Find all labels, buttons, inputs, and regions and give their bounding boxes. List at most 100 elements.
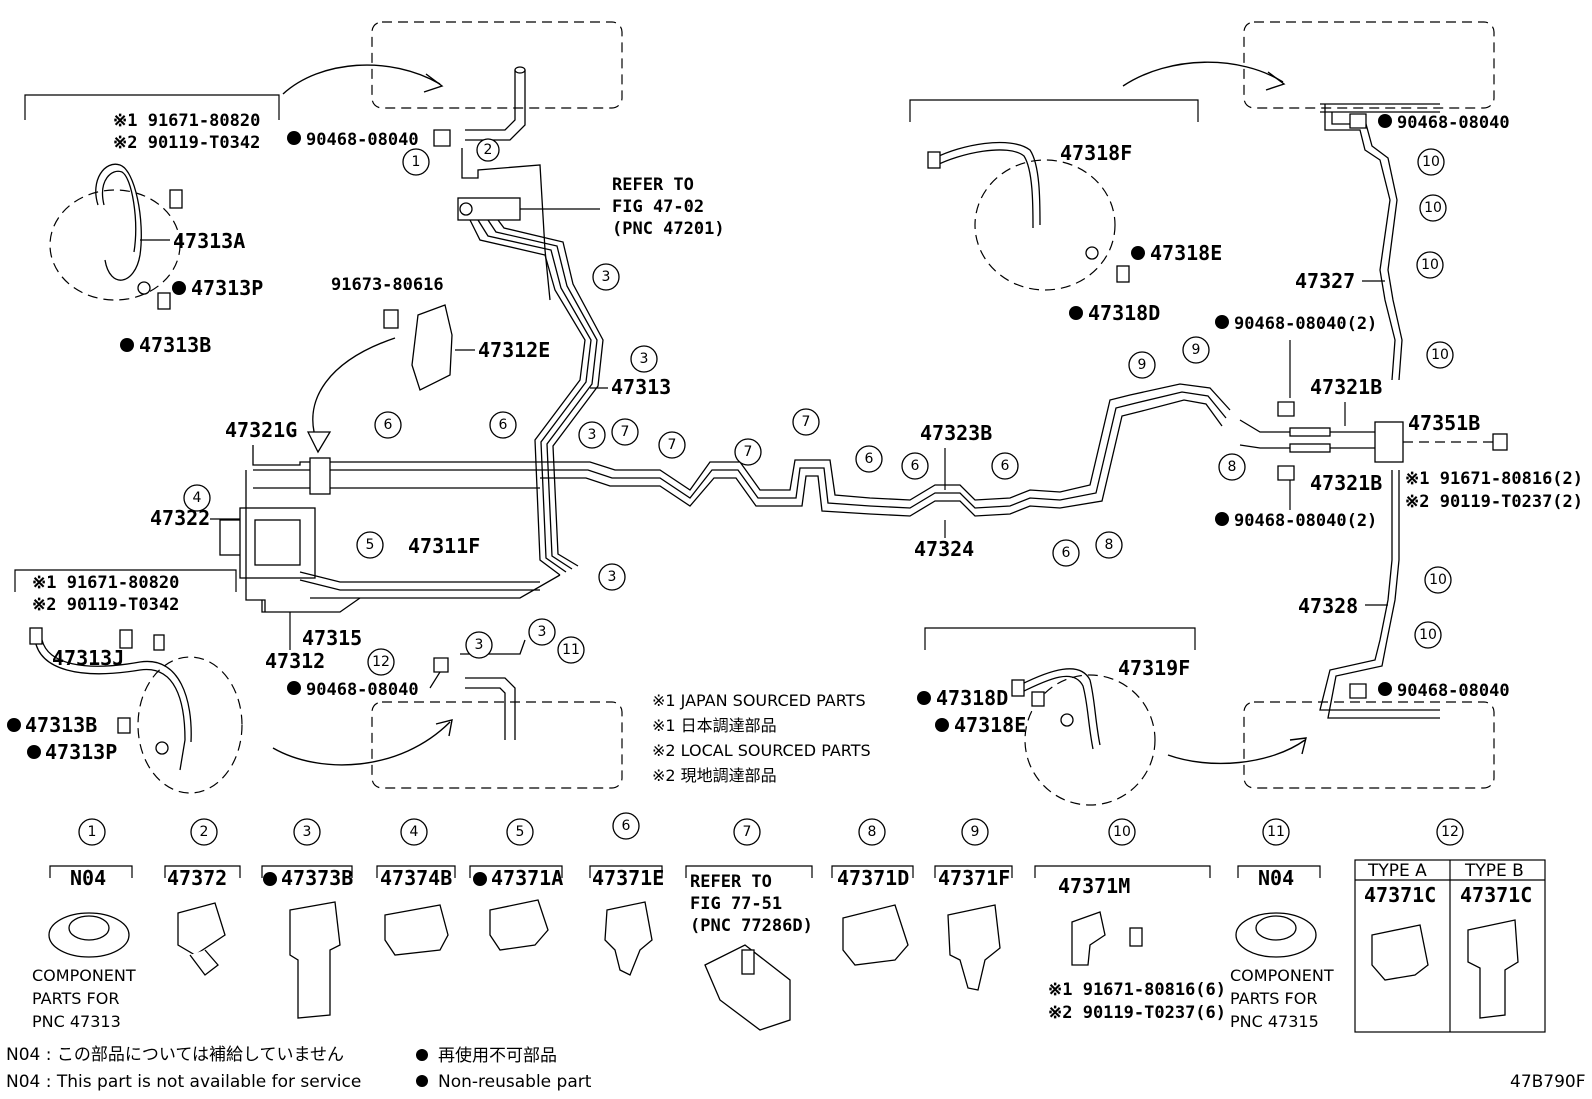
figure-code: 47B790F [1510,1072,1586,1092]
component-refer: (PNC 77286D) [690,916,813,936]
label-47313A: 47313A [173,229,245,253]
type-a-label: TYPE A [1367,861,1427,881]
component-pn: 47374B [380,866,452,890]
component-bracket [376,865,456,878]
component-bracket [49,865,133,878]
component-bracket [831,865,914,878]
component-caption: PNC 47313 [32,1012,121,1031]
component-bracket [1237,865,1321,878]
pipe-end-bottom-2 [465,687,506,740]
legend-nonreuse-jp: 再使用不可部品 [438,1045,557,1066]
label-47313: 47313 [611,375,671,399]
bolt-47318D [1116,265,1130,283]
svg-text:10: 10 [1424,200,1442,216]
clip-bubble: 11 [557,636,585,664]
component-number: 1 [88,824,97,840]
svg-text:3: 3 [608,569,617,585]
label-47318E-top: 47318E [1150,241,1222,265]
flex-hose-47313J [34,639,186,771]
callout-star2-right: ※2 90119-T0237(2) [1405,492,1583,512]
component-caption: PARTS FOR [32,989,119,1008]
svg-text:6: 6 [499,417,508,433]
legend-n04-en: N04 : This part is not available for ser… [6,1072,361,1092]
svg-text:7: 7 [668,437,677,453]
pipe-47323B [540,383,1231,501]
svg-text:3: 3 [475,637,484,653]
flex-hose-47313A-inner [101,170,137,253]
nonreusable-dot [287,681,301,695]
label-47351B: 47351B [1408,411,1480,435]
component-callout: ※2 90119-T0237(6) [1048,1003,1226,1023]
hose-fitting-47313J-end [153,634,165,651]
callout-star2-bottom-left: ※2 90119-T0342 [32,595,179,615]
svg-text:2: 2 [484,142,493,158]
component-bubble [293,818,321,846]
svg-text:3: 3 [588,427,597,443]
svg-text:10: 10 [1422,154,1440,170]
component-bracket [934,865,1013,878]
pipe-bundle-4 [497,219,604,567]
pipe-bundle-3 [487,219,598,570]
nonreusable-dot [1131,246,1145,260]
label-47318F: 47318F [1060,141,1132,165]
bracket-bottom-left [14,569,237,592]
nonreusable-dot [1069,306,1083,320]
component-bracket [589,865,663,878]
nonreusable-dot [1215,512,1229,526]
component-number: 9 [971,824,980,840]
flex-hose-47313J-inner [41,639,192,743]
svg-text:3: 3 [640,351,649,367]
flex-hose-47313A [95,163,142,281]
pipe-end-cap [514,66,526,74]
nonreusable-dot [1215,315,1229,329]
component-number: 3 [303,824,312,840]
arrowhead [423,73,444,93]
refer-block-port [459,202,473,216]
label-47328: 47328 [1298,594,1358,618]
clip-90468-bottom [433,657,449,673]
component-bracket [1034,865,1211,878]
nonreusable-dot [172,281,186,295]
component-number: 7 [743,824,752,840]
hose-fitting-47318F [927,151,941,169]
detail-arrow-top-center [282,64,441,95]
nonreusable-dot [120,338,134,352]
component-bracket [164,865,241,878]
arrowhead [435,719,453,737]
component-bubble [400,818,428,846]
washer-47313P [137,281,151,295]
note-star2-local: ※2 LOCAL SOURCED PARTS [652,741,871,760]
pipe-47328 [1319,470,1440,711]
label-47324: 47324 [914,537,974,561]
bolt-47351B [1492,433,1508,451]
svg-text:6: 6 [911,458,920,474]
pipe-47321B-b [1239,444,1400,449]
fitting-47321B-a [1289,427,1331,437]
clip-90468-2b [1277,465,1295,481]
label-47318D-top: 47318D [1088,301,1160,325]
pipe-47311F-1 [299,571,540,583]
washer-47313P-bl [155,741,169,755]
svg-text:7: 7 [744,444,753,460]
svg-text:10: 10 [1421,257,1439,273]
pipe-47312 [261,597,361,613]
refer-line-1: REFER TO [612,175,694,195]
clip-bubble: 10 [1426,341,1454,369]
clip-47372-tab [189,949,219,976]
component-legend-row: 1 N04 COMPONENT PARTS FOR PNC 47313 2 47… [32,812,1546,1033]
component-callout: ※1 91671-80816(6) [1048,980,1226,1000]
component-bubble [733,818,761,846]
bolt-47318D-bot [1031,691,1045,707]
svg-text:1: 1 [412,154,421,170]
component-caption: PARTS FOR [1230,989,1317,1008]
label-47311F: 47311F [408,534,480,558]
callout-star1-bottom-left: ※1 91671-80820 [32,573,179,593]
clip-bubble: 6 [991,452,1019,480]
component-pn-n04: N04 [1258,866,1294,890]
clip-bubble: 8 [1218,453,1246,481]
label-47321G: 47321G [225,418,297,442]
clip-bubble: 3 [528,618,556,646]
nonreusable-dot [287,131,301,145]
pipe-47311F-2 [299,579,540,591]
